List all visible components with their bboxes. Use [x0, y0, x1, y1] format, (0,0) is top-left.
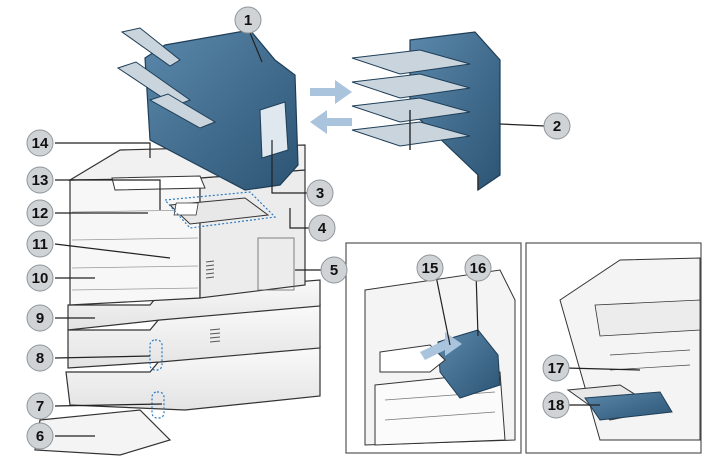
- callout-6: 6: [26, 422, 54, 450]
- callout-number: 4: [318, 220, 327, 237]
- callout-4: 4: [308, 214, 336, 242]
- callout-13: 13: [26, 166, 54, 194]
- callout-17: 17: [542, 354, 570, 382]
- callout-18: 18: [542, 391, 570, 419]
- callout-number: 12: [32, 205, 49, 222]
- callout-number: 1: [244, 12, 252, 29]
- finisher-unit: [144, 29, 299, 191]
- callout-number: 9: [36, 310, 44, 327]
- side-cover: [257, 237, 295, 291]
- callout-5: 5: [320, 256, 348, 284]
- callout-badge: [416, 254, 444, 282]
- callout-number: 6: [36, 428, 44, 445]
- side-vents: [205, 260, 221, 343]
- callout-number: 11: [32, 236, 48, 253]
- callout-number: 10: [32, 270, 49, 287]
- callout-9: 9: [26, 304, 54, 332]
- callout-badge: [26, 392, 54, 420]
- printer-front-panel: [69, 177, 201, 306]
- callout-number: 8: [36, 350, 44, 367]
- main-printer: [34, 27, 321, 456]
- output-tray: [111, 175, 206, 191]
- callout-badge: [464, 254, 492, 282]
- leader-lines: [54, 27, 641, 437]
- callout-badge: [26, 230, 54, 258]
- control-panel-highlight: [163, 191, 277, 229]
- callout-badge: [542, 391, 570, 419]
- inset-multipurpose-tray: [525, 242, 702, 454]
- callout-badge: [308, 214, 336, 242]
- callout-number: 17: [548, 360, 565, 377]
- mailbox-unit: [351, 31, 501, 192]
- control-panel-display: [173, 202, 199, 216]
- callout-12: 12: [26, 199, 54, 227]
- tray-handle-highlight: [151, 391, 165, 419]
- optional-tray-1: [67, 279, 321, 331]
- callout-2: 2: [543, 112, 571, 140]
- callout-7: 7: [26, 392, 54, 420]
- callout-number: 16: [470, 260, 487, 277]
- finisher-trays: [116, 27, 217, 129]
- callout-number: 15: [422, 260, 439, 277]
- callout-badge: [543, 112, 571, 140]
- multi-purpose-tray: [34, 409, 172, 456]
- callout-badge: [26, 304, 54, 332]
- callout-14: 14: [26, 129, 54, 157]
- callout-badge: [26, 129, 54, 157]
- callout-badge: [26, 199, 54, 227]
- tray-level-highlight: [149, 339, 163, 371]
- callout-11: 11: [26, 230, 54, 258]
- callout-number: 18: [548, 397, 565, 414]
- callout-number: 2: [553, 118, 561, 135]
- mailbox-bins: [351, 49, 471, 147]
- callout-number: 5: [330, 262, 338, 279]
- callout-number: 14: [32, 135, 49, 152]
- callout-15: 15: [416, 254, 444, 282]
- callout-badge: [306, 179, 334, 207]
- callout-number: 13: [32, 172, 49, 189]
- tray-extension: [584, 391, 673, 421]
- callout-16: 16: [464, 254, 492, 282]
- callout-8: 8: [26, 344, 54, 372]
- callout-badge: [320, 256, 348, 284]
- callout-badge: [26, 264, 54, 292]
- callout-badge: [26, 422, 54, 450]
- callout-3: 3: [306, 179, 334, 207]
- optional-tray-2: [67, 303, 321, 369]
- double-arrow-icon: [310, 80, 352, 134]
- callout-badge: [234, 6, 262, 34]
- finisher-panel: [259, 101, 289, 159]
- callout-badge: [26, 344, 54, 372]
- callout-1: 1: [234, 6, 262, 34]
- callout-badge: [542, 354, 570, 382]
- callout-number: 7: [36, 398, 44, 415]
- callout-badge: [26, 166, 54, 194]
- callout-number: 3: [316, 185, 324, 202]
- insert-arrow-icon: [420, 332, 462, 360]
- callout-10: 10: [26, 264, 54, 292]
